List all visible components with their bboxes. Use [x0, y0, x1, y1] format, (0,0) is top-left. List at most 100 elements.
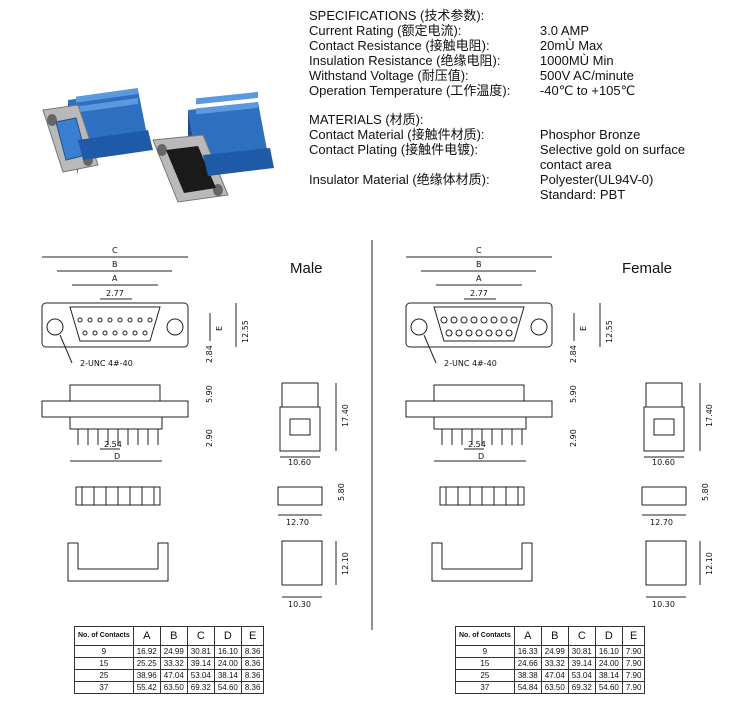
cover-end: [277, 486, 323, 506]
material-row: Contact Plating (接触件电镀):Selective gold o…: [309, 142, 729, 157]
dim-label-c: C: [112, 246, 118, 255]
table-cell: 8.36: [240, 645, 265, 658]
material-value: Phosphor Bronze: [539, 127, 641, 142]
pin: [455, 329, 463, 337]
pin: [117, 317, 123, 323]
table-cell: 24.66: [513, 657, 542, 670]
table-cell: 24.00: [213, 657, 242, 670]
pin: [465, 329, 473, 337]
screw-hole-right: [530, 318, 548, 336]
table-cell: 39.14: [567, 657, 596, 670]
pin: [82, 330, 88, 336]
dim-label-580: 5.80: [337, 483, 346, 501]
spec-row: Operation Temperature (工作温度): -40℃ to +10…: [309, 83, 729, 98]
table-cell: 38.38: [513, 669, 542, 682]
table-cell: 30.81: [186, 645, 215, 658]
pin: [480, 316, 488, 324]
material-value: Standard: PBT: [539, 187, 626, 202]
pin: [450, 316, 458, 324]
pin: [77, 317, 83, 323]
table-header-cell: D: [213, 626, 242, 646]
screw-label: 2-UNC 4#-40: [80, 359, 133, 368]
end-shell: [281, 382, 319, 408]
dim-label-590: 5.90: [569, 385, 578, 403]
table-cell: 7.90: [621, 657, 646, 670]
table-cell: 16.33: [513, 645, 542, 658]
table-cell: 63.50: [159, 681, 188, 694]
dim-label-1740: 17.40: [705, 404, 714, 427]
table-cell: 16.92: [132, 645, 161, 658]
spec-row: Contact Resistance (接触电阻): 20mÙ Max: [309, 38, 729, 53]
clip-side: [67, 542, 169, 582]
table-cell: 63.50: [540, 681, 569, 694]
material-value: contact area: [539, 157, 612, 172]
side-shell: [69, 384, 161, 402]
table-cell: 33.32: [540, 657, 569, 670]
leader-line: [59, 334, 73, 364]
connector-photo: [42, 87, 274, 203]
table-header-cell: A: [513, 626, 542, 646]
pin: [137, 317, 143, 323]
spec-value: 20mÙ Max: [539, 38, 603, 53]
specifications-heading: SPECIFICATIONS (技术参数):: [309, 8, 485, 23]
table-cell: 8.36: [240, 669, 265, 682]
spec-value: -40℃ to +105℃: [539, 83, 636, 98]
table-cell: 55.42: [132, 681, 161, 694]
shell-outline: [433, 306, 525, 342]
table-cell: 38.14: [213, 669, 242, 682]
dim-label-254: 2.54: [104, 440, 122, 449]
dim-label-580: 5.80: [701, 483, 710, 501]
pin: [440, 316, 448, 324]
table-cell: 53.04: [567, 669, 596, 682]
table-header-row: No. of Contacts A B C D E: [74, 626, 265, 646]
dim-label-b: B: [112, 260, 118, 269]
end-slot: [653, 418, 675, 436]
table-header-cell: No. of Contacts: [74, 626, 134, 646]
table-cell: 7.90: [621, 681, 646, 694]
table-cell: 24.00: [594, 657, 623, 670]
table-header-cell: A: [132, 626, 161, 646]
dim-label-a: A: [112, 274, 118, 283]
table-cell: 25: [74, 669, 134, 682]
end-body: [643, 406, 685, 452]
table-cell: 7.90: [621, 645, 646, 658]
material-label: Contact Material (接触件材质):: [309, 127, 485, 142]
female-connector-image: [42, 87, 153, 175]
female-title: Female: [622, 260, 673, 277]
table-cell: 9: [74, 645, 134, 658]
dim-label-254: 2.54: [468, 440, 486, 449]
table-cell: 38.96: [132, 669, 161, 682]
material-value: Selective gold on surface: [539, 142, 686, 157]
material-row: Insulator Material (绝缘体材质):Polyester(UL9…: [309, 172, 729, 187]
table-cell: 47.04: [540, 669, 569, 682]
table-cell: 15: [455, 657, 515, 670]
side-flange: [41, 400, 189, 418]
spec-value: 3.0 AMP: [539, 23, 590, 38]
dim-label-1210: 12.10: [705, 552, 714, 575]
pin: [142, 330, 148, 336]
table-cell: 54.60: [213, 681, 242, 694]
table-header-cell: B: [159, 626, 188, 646]
pin: [500, 316, 508, 324]
side-body: [69, 416, 163, 430]
pin: [127, 317, 133, 323]
dim-label-1030: 10.30: [652, 600, 675, 609]
table-cell: 30.81: [567, 645, 596, 658]
spec-label: Operation Temperature (工作温度):: [309, 83, 511, 98]
cover-end: [641, 486, 687, 506]
pin: [92, 330, 98, 336]
table-cell: 24.99: [540, 645, 569, 658]
dim-label-b: B: [476, 260, 482, 269]
spec-value: 500V AC/minute: [539, 68, 634, 83]
pin: [460, 316, 468, 324]
table-cell: 53.04: [186, 669, 215, 682]
spec-value: 1000MÙ Min: [539, 53, 614, 68]
spec-label: Contact Resistance (接触电阻):: [309, 38, 490, 53]
